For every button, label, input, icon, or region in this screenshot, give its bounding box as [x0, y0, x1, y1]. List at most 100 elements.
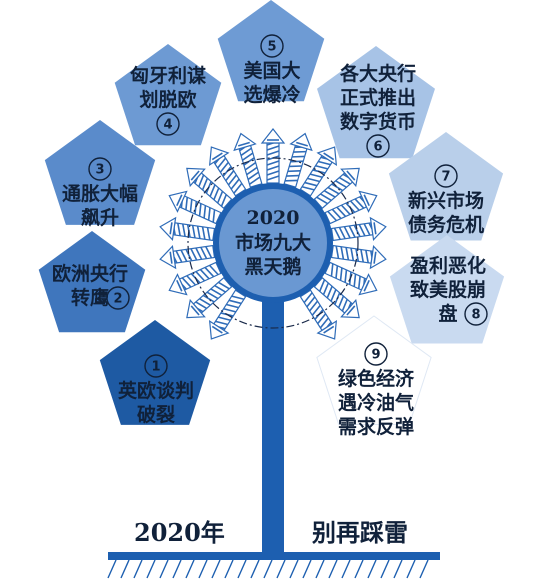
radial-arrow [186, 276, 233, 319]
petal-number-circle [366, 134, 390, 158]
petal-line: 致美股崩 [410, 278, 486, 301]
hatch-line [159, 559, 169, 579]
hatch-line [146, 559, 156, 579]
hatch-line [250, 559, 260, 579]
hatch-line [289, 559, 299, 579]
petal-line: 正式推出 [340, 86, 416, 109]
radial-arrow [313, 167, 360, 210]
radial-arrow [260, 128, 286, 184]
ground-hatching [107, 559, 429, 579]
petal-shape [217, 0, 325, 102]
bottom-right-text: 别再踩雷 [311, 518, 408, 547]
petal-shape [38, 231, 146, 333]
petal-line: 英欧谈判 [118, 379, 194, 402]
petal-number-circle [260, 34, 284, 58]
tree-trunk [262, 255, 284, 553]
center-circle [213, 183, 333, 303]
petal-number: 3 [95, 163, 104, 178]
bottom-left-text: 2020年 [134, 518, 225, 547]
hatch-line [224, 559, 234, 579]
radial-arrow [208, 146, 247, 197]
radial-arrow [159, 244, 216, 270]
petal-line: 数字货币 [340, 110, 416, 133]
petal-line: 转鹰 [71, 286, 109, 309]
petal-number-circle [434, 164, 458, 188]
radial-arrow [330, 244, 387, 270]
center-line-1: 2020 [247, 207, 300, 229]
hatch-line [198, 559, 208, 579]
hatch-line [354, 559, 364, 579]
petal-shape [316, 315, 432, 425]
petal-line: 需求反弹 [338, 415, 414, 438]
petal-number: 5 [267, 40, 276, 55]
center-line-2: 市场九大 [235, 231, 311, 254]
petal-number: 6 [373, 140, 382, 155]
petal-line: 通胀大幅 [62, 182, 138, 205]
petal-shape [44, 120, 156, 225]
petal-number: 8 [471, 308, 480, 323]
petal-shape [317, 46, 435, 159]
hatch-line [172, 559, 182, 579]
petal-number-circle [106, 286, 130, 310]
radial-arrow [283, 132, 313, 188]
hatch-line [406, 559, 416, 579]
hatch-line [133, 559, 143, 579]
petal-number: 2 [113, 292, 122, 307]
petal-line: 美国大 [243, 59, 300, 82]
petal-line: 盈利恶化 [409, 254, 486, 277]
radial-arrow [168, 190, 222, 225]
arrow-ring [159, 128, 387, 340]
hatch-line [367, 559, 377, 579]
petal-line: 债务危机 [408, 213, 484, 236]
hatch-line [393, 559, 403, 579]
radial-arrow [208, 289, 247, 340]
petal-number-circle [156, 112, 180, 136]
radial-arrow [168, 261, 222, 296]
petal-line: 选爆冷 [243, 83, 300, 106]
petal-number-circle [88, 157, 112, 181]
hatch-line [120, 559, 130, 579]
petal-shape [99, 320, 211, 425]
ground-bar [108, 552, 440, 560]
petal-number: 9 [371, 348, 380, 363]
petal-number: 4 [163, 118, 172, 133]
hatch-line [380, 559, 390, 579]
petal-number: 1 [151, 360, 160, 375]
petal-line: 划脱欧 [139, 88, 196, 111]
radial-arrow [159, 216, 216, 242]
petal-number-circle [364, 342, 388, 366]
center-line-3: 黑天鹅 [244, 255, 301, 278]
petal-shape [388, 132, 504, 241]
petal-line: 匈牙利谋 [130, 64, 207, 87]
petal-line: 欧洲央行 [52, 262, 128, 285]
petal-shape [114, 44, 222, 146]
hatch-line [315, 559, 325, 579]
hatch-line [302, 559, 312, 579]
petal-line: 各大央行 [339, 62, 416, 85]
hatch-line [211, 559, 221, 579]
radial-arrow [330, 216, 387, 242]
petal-number: 7 [441, 170, 450, 185]
petal-number-circle [464, 302, 488, 326]
hatch-line [263, 559, 273, 579]
hatch-line [276, 559, 286, 579]
hatch-line [341, 559, 351, 579]
radial-arrow [313, 276, 360, 319]
hatch-line [237, 559, 247, 579]
dashed-ring [187, 157, 359, 329]
petal-line: 破裂 [137, 404, 175, 426]
hatch-line [107, 559, 117, 579]
hatch-line [328, 559, 338, 579]
hatch-line [419, 559, 429, 579]
